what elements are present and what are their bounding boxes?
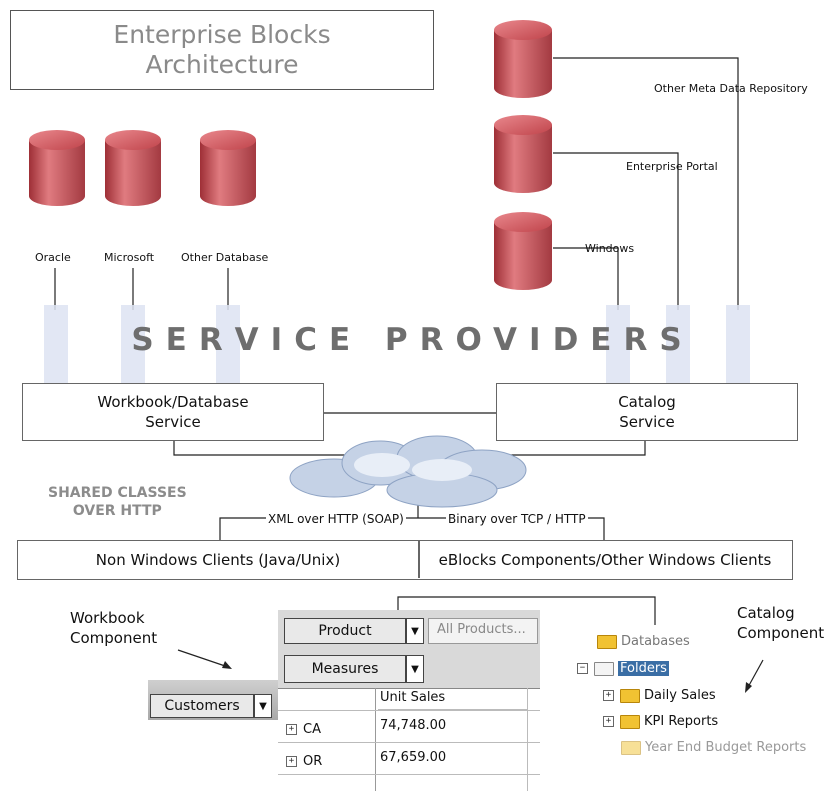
workbook-note-line2: Component <box>70 629 158 647</box>
tree-item-year-end-budget[interactable]: Year End Budget Reports <box>621 740 806 755</box>
shared-classes-label: SHARED CLASSES OVER HTTP <box>48 484 187 520</box>
expand-plus-icon[interactable]: + <box>603 690 614 701</box>
table-row[interactable]: + CA <box>286 722 321 737</box>
oracle-database-icon <box>29 130 85 206</box>
workbook-service-line1: Workbook/Database <box>97 393 249 411</box>
tree-item-label: Year End Budget Reports <box>645 740 807 755</box>
clients-divider <box>418 541 420 578</box>
workbook-database-service: Workbook/Database Service <box>22 383 324 441</box>
tree-item-daily-sales[interactable]: + Daily Sales <box>603 688 716 703</box>
grid-line <box>278 710 540 711</box>
all-products-field[interactable]: All Products... <box>428 618 538 644</box>
non-windows-clients: Non Windows Clients (Java/Unix) <box>95 550 341 569</box>
tree-item-kpi-reports[interactable]: + KPI Reports <box>603 714 718 729</box>
title-line2: Architecture <box>145 50 299 79</box>
title-line1: Enterprise Blocks <box>113 20 331 49</box>
pipe-enterprise-portal <box>666 305 690 388</box>
windows-label: Windows <box>585 242 635 255</box>
workbook-note-line1: Workbook <box>70 609 145 627</box>
xml-soap-label: XML over HTTP (SOAP) <box>266 512 406 526</box>
workbook-service-line2: Service <box>145 413 201 431</box>
eblocks-clients: eBlocks Components/Other Windows Clients <box>438 550 772 569</box>
clients-row: Non Windows Clients (Java/Unix) eBlocks … <box>17 540 793 580</box>
tree-item-databases[interactable]: Databases <box>597 634 690 649</box>
tree-item-label: KPI Reports <box>644 714 719 729</box>
other-database-icon <box>200 130 256 206</box>
grid-line <box>278 742 540 743</box>
enterprise-portal-icon <box>494 115 552 193</box>
measures-label: Measures <box>311 661 379 677</box>
row-label: CA <box>303 722 321 737</box>
catalog-note-line2: Component <box>737 624 825 642</box>
catalog-component-note: Catalog Component <box>737 603 824 643</box>
expand-plus-icon[interactable]: + <box>286 724 297 735</box>
catalog-service: Catalog Service <box>496 383 798 441</box>
binary-tcp-label: Binary over TCP / HTTP <box>446 512 588 526</box>
service-providers-label: SERVICE PROVIDERS <box>131 322 694 358</box>
microsoft-database-icon <box>105 130 161 206</box>
grid-value-column <box>376 688 528 791</box>
product-dropdown-icon[interactable]: ▼ <box>406 618 424 644</box>
tree-item-folders[interactable]: − Folders <box>577 661 669 676</box>
customers-dropdown-icon[interactable]: ▼ <box>254 694 272 718</box>
grid-row-labels-column <box>278 688 376 791</box>
customers-label: Customers <box>164 698 240 714</box>
measures-button[interactable]: Measures <box>284 655 406 683</box>
catalog-note-line1: Catalog <box>737 604 795 622</box>
workbook-component-note: Workbook Component <box>70 608 157 648</box>
folder-icon <box>620 714 640 729</box>
expand-plus-icon[interactable]: + <box>286 756 297 767</box>
metadata-repository-icon <box>494 20 552 98</box>
measures-dropdown-icon[interactable]: ▼ <box>406 655 424 683</box>
pipe-oracle <box>44 305 68 388</box>
grid-line <box>278 774 540 775</box>
customers-button[interactable]: Customers <box>150 694 254 718</box>
oracle-label: Oracle <box>35 251 71 264</box>
microsoft-label: Microsoft <box>104 251 155 264</box>
catalog-service-line2: Service <box>619 413 675 431</box>
other-database-label: Other Database <box>181 251 269 264</box>
folder-icon <box>621 740 641 755</box>
databases-label: Databases <box>621 634 690 649</box>
folder-icon <box>597 634 617 649</box>
enterprise-portal-label: Enterprise Portal <box>626 160 718 173</box>
workbook-grid: Product ▼ All Products... Measures ▼ Cus… <box>148 610 540 791</box>
collapse-minus-icon[interactable]: − <box>577 663 588 674</box>
pipe-microsoft <box>121 305 145 388</box>
shared-classes-line2: OVER HTTP <box>72 503 162 519</box>
pipe-other-database <box>216 305 240 388</box>
grid-table <box>278 688 540 791</box>
row-value: 67,659.00 <box>380 750 447 765</box>
windows-repository-icon <box>494 212 552 290</box>
product-label: Product <box>318 623 372 639</box>
catalog-tree: Databases − Folders + Daily Sales + KPI Rep… <box>575 628 815 791</box>
catalog-service-line1: Catalog <box>618 393 676 411</box>
folders-label: Folders <box>618 661 669 676</box>
shared-classes-line1: SHARED CLASSES <box>48 485 187 501</box>
row-value: 74,748.00 <box>380 718 447 733</box>
row-label: OR <box>303 754 323 769</box>
tree-item-label: Daily Sales <box>644 688 716 703</box>
expand-plus-icon[interactable]: + <box>603 716 614 727</box>
grid-folder-icon <box>594 661 614 676</box>
product-dimension-button[interactable]: Product <box>284 618 406 644</box>
pipe-metadata-repository <box>726 305 750 388</box>
network-cloud-icon <box>289 435 527 508</box>
unit-sales-header: Unit Sales <box>378 690 528 710</box>
pipe-windows <box>606 305 630 388</box>
diagram-title: Enterprise Blocks Architecture <box>10 10 434 90</box>
metadata-repository-label: Other Meta Data Repository <box>654 82 808 95</box>
folder-icon <box>620 688 640 703</box>
table-row[interactable]: + OR <box>286 754 322 769</box>
